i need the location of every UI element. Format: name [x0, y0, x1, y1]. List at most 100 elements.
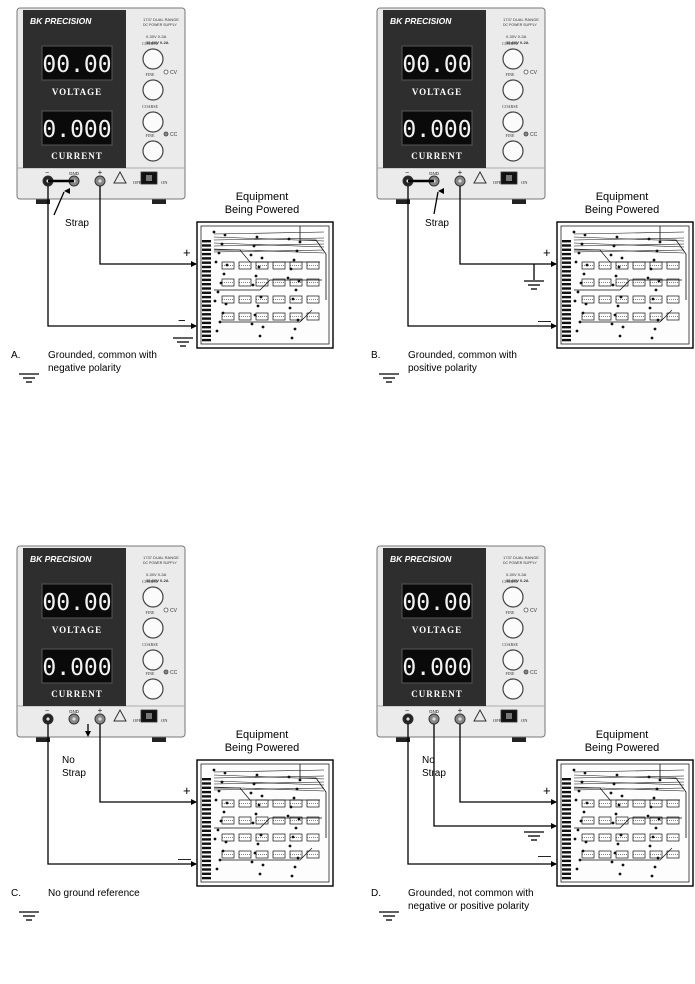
caption-text: negative polarity	[48, 363, 121, 374]
off-label: OFF	[493, 718, 502, 723]
voltage-display: 00.00	[402, 590, 471, 616]
minus-label: —	[538, 848, 551, 863]
caption-text: No ground reference	[48, 888, 140, 899]
knob-label: COARSE	[142, 41, 158, 46]
cv-indicator-label: CV	[170, 70, 178, 76]
knob-label: FINE	[146, 671, 155, 676]
on-label: ON	[521, 180, 528, 185]
model-label: 1737 DUAL RANGE	[503, 555, 539, 560]
current-coarse-knob[interactable]	[502, 649, 524, 671]
voltage-label: VOLTAGE	[52, 87, 102, 97]
equipment-label: Equipment	[596, 729, 649, 741]
model-label: DC POWER SUPPLY	[143, 561, 177, 565]
gnd-terminal-label: GND	[429, 171, 440, 176]
wiring	[407, 724, 556, 865]
current-label: CURRENT	[51, 151, 103, 161]
model-label: DC POWER SUPPLY	[143, 23, 177, 27]
warning-icon	[473, 708, 487, 722]
voltage-display: 00.00	[42, 52, 111, 78]
voltage-fine-knob[interactable]	[502, 79, 524, 101]
minus-label: −	[178, 313, 186, 328]
caption-text: positive polarity	[408, 363, 477, 374]
strap-label: No	[422, 755, 435, 766]
strap-label: No	[62, 755, 75, 766]
current-coarse-knob[interactable]	[142, 649, 164, 671]
voltage-coarse-knob[interactable]	[142, 48, 164, 70]
brand-logo: BK PRECISION	[30, 554, 92, 564]
range-label: 0-30V 0-3A	[506, 572, 527, 577]
strap-label: Strap	[425, 218, 449, 229]
caption-ground-icon	[379, 373, 399, 383]
voltage-label: VOLTAGE	[412, 625, 462, 635]
voltage-fine-knob[interactable]	[142, 79, 164, 101]
voltage-fine-knob[interactable]	[502, 617, 524, 639]
on-label: ON	[521, 718, 528, 723]
caption-ground-icon	[379, 911, 399, 921]
equipment-label: Equipment	[236, 729, 289, 741]
voltage-coarse-knob[interactable]	[502, 586, 524, 608]
knob-label: COARSE	[502, 642, 518, 647]
gnd-terminal-label: GND	[429, 709, 440, 714]
equipment-label: Equipment	[596, 191, 649, 203]
current-label: CURRENT	[51, 689, 103, 699]
current-coarse-knob[interactable]	[142, 111, 164, 133]
brand-logo: BK PRECISION	[390, 554, 452, 564]
negative-terminal-label: −	[405, 708, 409, 715]
gnd-terminal-label: GND	[69, 171, 80, 176]
panel-letter: A.	[11, 350, 20, 361]
knob-label: FINE	[506, 610, 515, 615]
range-label: 0-30V 0-3A	[506, 34, 527, 39]
minus-label: —	[538, 313, 551, 328]
panel-letter: C.	[11, 888, 21, 899]
cc-indicator-label: CC	[170, 670, 178, 676]
positive-terminal-label: +	[458, 706, 463, 715]
voltage-display: 00.00	[402, 52, 471, 78]
warning-icon	[113, 170, 127, 184]
voltage-display: 00.00	[42, 590, 111, 616]
equipment-label: Being Powered	[585, 204, 660, 216]
equipment-ground-icon	[524, 831, 544, 841]
equipment-label: Being Powered	[225, 204, 300, 216]
current-fine-knob[interactable]	[142, 678, 164, 700]
plus-label: +	[183, 783, 191, 798]
current-fine-knob[interactable]	[502, 140, 524, 162]
model-label: 1737 DUAL RANGE	[143, 555, 179, 560]
equipment-label: Being Powered	[585, 742, 660, 754]
wiring	[47, 724, 196, 865]
knob-label: FINE	[146, 133, 155, 138]
warning-icon	[113, 708, 127, 722]
range-label: 30-60V 0-2A	[506, 40, 529, 45]
cv-indicator-label: CV	[530, 70, 538, 76]
voltage-coarse-knob[interactable]	[502, 48, 524, 70]
voltage-fine-knob[interactable]	[142, 617, 164, 639]
negative-terminal-label: −	[45, 170, 49, 177]
current-display: 0.000	[402, 117, 471, 143]
strap-label: Strap	[62, 768, 86, 779]
current-fine-knob[interactable]	[502, 678, 524, 700]
caption-text: Grounded, common with	[48, 350, 157, 361]
knob-label: COARSE	[142, 579, 158, 584]
current-display: 0.000	[402, 655, 471, 681]
equipment-ground-icon	[173, 337, 193, 347]
cc-indicator-label: CC	[530, 132, 538, 138]
cv-indicator-label: CV	[170, 608, 178, 614]
minus-label: —	[178, 851, 191, 866]
current-fine-knob[interactable]	[142, 140, 164, 162]
off-label: OFF	[133, 718, 142, 723]
voltage-coarse-knob[interactable]	[142, 586, 164, 608]
strap-label: Strap	[65, 218, 89, 229]
current-coarse-knob[interactable]	[502, 111, 524, 133]
negative-terminal-label: −	[405, 170, 409, 177]
wiring	[407, 186, 556, 327]
brand-logo: BK PRECISION	[390, 16, 452, 26]
plus-label: +	[543, 245, 551, 260]
